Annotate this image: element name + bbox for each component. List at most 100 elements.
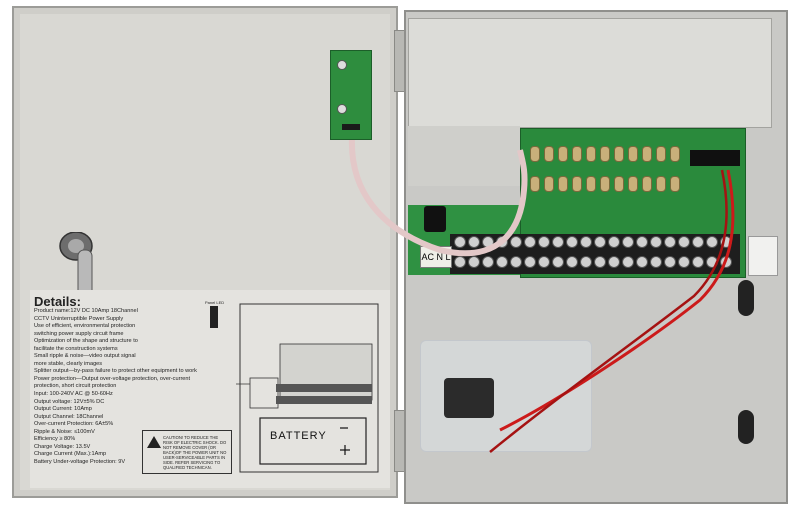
details-line: Charge Current (Max.):1Amp [34, 451, 107, 458]
terminal-screw [622, 256, 634, 268]
fuse [614, 176, 624, 192]
fuse [586, 146, 596, 162]
led-board-screw-top [337, 60, 347, 70]
cam-lock[interactable] [56, 232, 98, 298]
fuse [544, 176, 554, 192]
battery-label: BATTERY [270, 430, 327, 442]
power-switch[interactable] [424, 206, 446, 232]
panel-led-label: Panel LED [205, 300, 225, 305]
output-terminal-block [690, 150, 740, 166]
terminal-screw [622, 236, 634, 248]
fuse [656, 176, 666, 192]
terminal-screw [594, 256, 606, 268]
details-line: Output Current: 10Amp [34, 406, 92, 413]
red-battery-wire-2 [489, 169, 728, 453]
terminal-screw [524, 236, 536, 248]
terminal-screw [594, 236, 606, 248]
fuse [642, 146, 652, 162]
fuse [558, 146, 568, 162]
terminal-screw [664, 236, 676, 248]
terminal-screw [580, 256, 592, 268]
inner-cover-notch [408, 126, 520, 186]
fuse-array [530, 146, 690, 206]
led-board-connector [342, 124, 360, 130]
panel-led-board [330, 50, 372, 140]
fuse [628, 146, 638, 162]
terminal-screw [706, 236, 718, 248]
details-line: Optimization of the shape and structure … [34, 338, 138, 345]
terminal-screw [468, 236, 480, 248]
details-line: Power protection—Output over-voltage pro… [34, 375, 191, 382]
terminal-screw [496, 256, 508, 268]
caution-box: CAUTION! TO REDUCE THE RISK OF ELECTRIC … [142, 430, 232, 474]
warning-triangle-icon [147, 436, 161, 448]
details-line: Over-current Protection: 6A±5% [34, 421, 114, 428]
terminal-screw [510, 236, 522, 248]
details-title: Details: [34, 294, 81, 309]
details-line: CCTV Uninterruptible Power Supply [34, 315, 124, 322]
details-line: Input: 100-240V AC @ 50-60Hz [34, 391, 113, 398]
fuse [642, 176, 652, 192]
terminal-screw [482, 256, 494, 268]
terminal-screw [636, 256, 648, 268]
terminal-screw [454, 236, 466, 248]
fuse [558, 176, 568, 192]
details-line: Charge Voltage: 13.5V [34, 443, 91, 450]
terminal-screw [454, 256, 466, 268]
details-line: protection, short circuit protection [34, 383, 117, 390]
terminal-screw [608, 256, 620, 268]
fuse [586, 176, 596, 192]
led-ribbon-cable [348, 137, 528, 257]
terminal-screws [454, 236, 738, 272]
accessory-connector [444, 378, 494, 418]
inner-cover-plate [408, 18, 772, 128]
terminal-screw [538, 236, 550, 248]
terminal-screw [524, 256, 536, 268]
terminal-screw [552, 256, 564, 268]
fuse [572, 176, 582, 192]
fuse [572, 146, 582, 162]
led-board-screw-bottom [337, 104, 347, 114]
terminal-screw [678, 236, 690, 248]
red-battery-wire [499, 169, 735, 432]
details-line: Output voltage: 12V±5% DC [34, 398, 105, 405]
terminal-screw [692, 256, 704, 268]
wiring-diagram [236, 303, 379, 473]
terminal-screw [552, 236, 564, 248]
terminal-screw [510, 256, 522, 268]
details-line: Splitter output—by-pass failure to prote… [34, 368, 197, 375]
details-line: Battery Under-voltage Protection: 9V [34, 458, 126, 465]
fuse [530, 146, 540, 162]
details-line: Product name:12V DC 10Amp 18Channel [34, 308, 138, 314]
terminal-screw [468, 256, 480, 268]
terminal-screw [566, 256, 578, 268]
details-line: Use of efficient, environmental protecti… [34, 323, 136, 330]
terminal-screw [692, 236, 704, 248]
details-line: switching power supply circuit frame [34, 330, 124, 337]
terminal-screw [608, 236, 620, 248]
fuse [656, 146, 666, 162]
terminal-screw [664, 256, 676, 268]
fuse [530, 176, 540, 192]
terminal-screw [636, 236, 648, 248]
terminal-screw [650, 256, 662, 268]
terminal-screw [678, 256, 690, 268]
fuse [600, 176, 610, 192]
terminal-screw [650, 236, 662, 248]
terminal-screw [566, 236, 578, 248]
details-line: more stable, clearly images [34, 360, 103, 367]
panel-led-indicator-icon [210, 306, 218, 328]
fuse [544, 146, 554, 162]
details-line: Ripple & Noise: ≤100mV [34, 428, 95, 435]
fuse [670, 146, 680, 162]
terminal-screw [580, 236, 592, 248]
details-line: Output Channel: 18Channel [34, 413, 104, 420]
fuse [628, 176, 638, 192]
fuse [670, 176, 680, 192]
mounting-tab [748, 236, 778, 276]
cable-knockout-lower [738, 410, 754, 444]
details-line: Efficiency ≥ 80% [34, 436, 76, 443]
terminal-screw [538, 256, 550, 268]
